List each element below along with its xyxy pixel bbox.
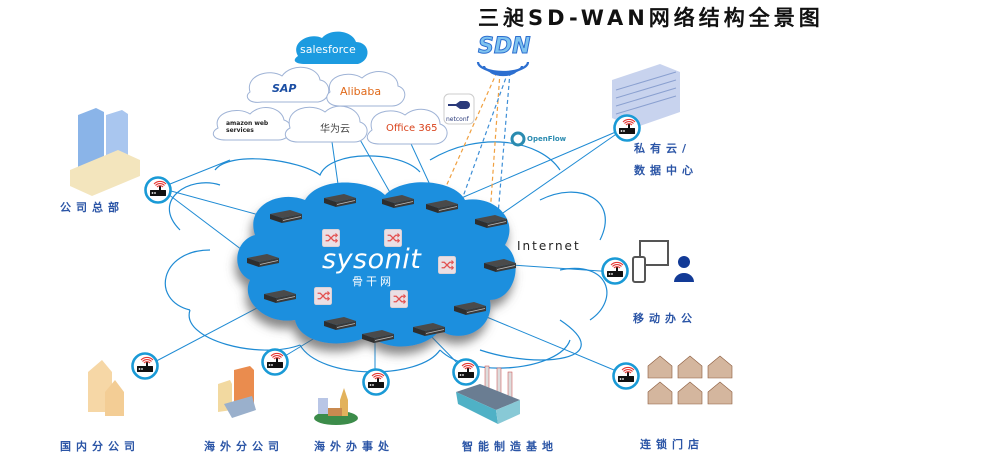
datacenter-building-icon	[612, 64, 680, 128]
cpe-factory-icon	[452, 358, 480, 386]
openflow-label: OpenFlow	[527, 135, 567, 143]
switch-icon	[390, 290, 408, 308]
site-label-factory: 智能制造基地	[462, 440, 558, 453]
site-label-overseas-office: 海外办事处	[314, 440, 394, 453]
domestic-branch-building-icon	[88, 360, 124, 416]
mobile-office-icon	[632, 240, 694, 283]
backbone-subtitle: 骨干网	[352, 275, 394, 288]
cpe-overseas-office-icon	[362, 368, 390, 396]
alibaba-logo: Alibaba	[340, 85, 382, 98]
sdn-label: SDN	[478, 34, 532, 60]
switch-icon	[314, 287, 332, 305]
chain-store-icons	[647, 355, 733, 405]
site-label-domestic-branch: 国内分公司	[60, 440, 140, 453]
site-label-chain-store: 连锁门店	[640, 438, 704, 451]
cpe-chain-store-icon	[612, 362, 640, 390]
netconf-label: netconf	[446, 116, 469, 123]
cpe-mobile-icon	[601, 257, 629, 285]
backbone-brand: sysonit	[322, 244, 422, 275]
salesforce-cloud	[294, 31, 368, 64]
site-label-hq: 公司总部	[60, 201, 124, 214]
site-label-private-cloud-line2: 数据中心	[634, 164, 698, 177]
diagram-title: 三昶SD-WAN网络结构全景图	[478, 6, 824, 30]
office365-logo: Office 365	[386, 123, 438, 134]
huawei-cloud-logo: 华为云	[320, 124, 350, 135]
overseas-office-icon	[314, 388, 358, 425]
site-label-mobile: 移动办公	[633, 312, 697, 325]
hq-building-icon	[70, 108, 140, 196]
saas-clouds	[212, 66, 448, 145]
factory-icon	[456, 365, 520, 424]
cpe-datacenter-icon	[613, 114, 641, 142]
site-label-overseas-branch: 海外分公司	[204, 440, 284, 453]
salesforce-logo: salesforce	[300, 43, 356, 56]
sap-logo: SAP	[272, 82, 297, 95]
overseas-branch-building-icon	[218, 366, 256, 418]
site-label-private-cloud-line1: 私有云/	[634, 142, 692, 155]
cpe-hq-icon	[144, 176, 172, 204]
sdn-control-links	[439, 71, 511, 216]
backbone-cloud	[237, 182, 516, 347]
internet-label: Internet	[517, 239, 581, 253]
sdn-controller-icon	[476, 61, 530, 77]
switch-icon	[438, 256, 456, 274]
cpe-overseas-branch-icon	[261, 348, 289, 376]
aws-logo: amazon web services	[226, 120, 269, 134]
cpe-domestic-branch-icon	[131, 352, 159, 380]
openflow-icon	[510, 131, 526, 147]
